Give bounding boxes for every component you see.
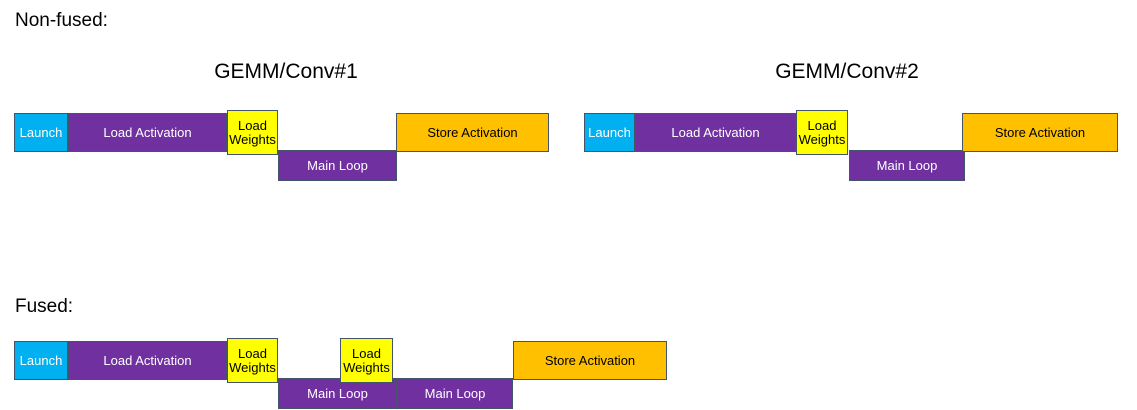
- timeline-bar-store-activation: Store Activation: [962, 113, 1118, 152]
- timeline-bar-store-activation: Store Activation: [396, 113, 549, 152]
- timeline-bar-store-activation: Store Activation: [513, 341, 667, 380]
- timeline-bar-load-activation: Load Activation: [68, 341, 227, 380]
- timeline-bar-load-activation: Load Activation: [68, 113, 227, 152]
- timeline-bar-main-loop: Main Loop: [849, 150, 965, 181]
- timeline-bar-launch: Launch: [14, 113, 68, 152]
- timeline-bar-load-weights: Load Weights: [796, 110, 848, 155]
- timeline-bar-load-weights: Load Weights: [227, 110, 278, 155]
- section-label-fused: Fused:: [15, 296, 74, 317]
- section-label-nonfused: Non-fused:: [15, 10, 108, 31]
- timeline-bar-load-weights: Load Weights: [340, 338, 393, 383]
- group-title-gemm-conv-1: GEMM/Conv#1: [214, 60, 358, 83]
- timeline-bar-load-weights: Load Weights: [227, 338, 278, 383]
- timeline-bar-main-loop: Main Loop: [397, 378, 513, 409]
- timeline-bar-main-loop: Main Loop: [278, 378, 397, 409]
- timeline-bar-load-activation: Load Activation: [635, 113, 796, 152]
- timeline-bar-launch: Launch: [584, 113, 635, 152]
- group-title-gemm-conv-2: GEMM/Conv#2: [775, 60, 919, 83]
- timeline-bar-main-loop: Main Loop: [278, 150, 397, 181]
- timeline-bar-launch: Launch: [14, 341, 68, 380]
